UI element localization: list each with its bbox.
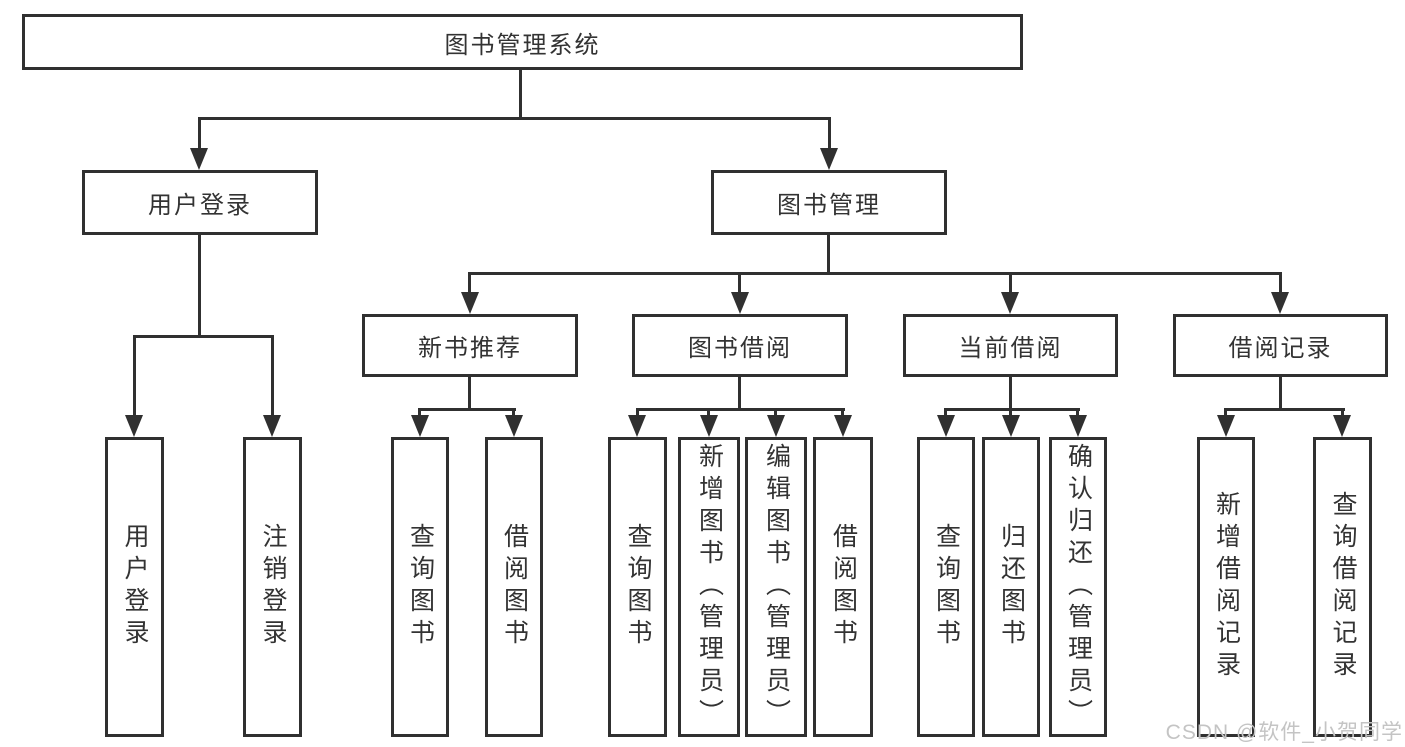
leaf-add-book-admin: 新增图书（管理员） — [678, 437, 740, 737]
connector-user-login-hline — [133, 335, 274, 338]
connector-recommend-stub — [468, 272, 471, 295]
arrow-query-books-recommend — [411, 415, 429, 437]
connector-current-leaf3-stub — [1076, 408, 1079, 418]
node-current-borrowing: 当前借阅 — [903, 314, 1118, 377]
arrow-edit-book-admin — [767, 415, 785, 437]
arrow-new-book-recommendation — [461, 292, 479, 314]
node-book-management-label: 图书管理 — [777, 192, 881, 219]
leaf-add-book-admin-label: 新增图书（管理员） — [695, 443, 724, 731]
leaf-query-books-recommend: 查询图书 — [391, 437, 449, 737]
connector-borrowing-leaf1-stub — [636, 408, 639, 418]
leaf-query-books-recommend-label: 查询图书 — [406, 523, 435, 651]
node-library-management-system-label: 图书管理系统 — [444, 31, 601, 59]
arrow-leaf-logout — [263, 415, 281, 437]
arrow-query-books-current — [937, 415, 955, 437]
leaf-add-borrow-record: 新增借阅记录 — [1197, 437, 1255, 737]
node-user-login: 用户登录 — [82, 170, 318, 235]
leaf-confirm-return-admin-label: 确认归还（管理员） — [1064, 443, 1093, 731]
node-new-book-recommendation: 新书推荐 — [362, 314, 578, 377]
node-new-book-recommendation-label: 新书推荐 — [418, 335, 522, 362]
leaf-logout: 注销登录 — [243, 437, 302, 737]
connector-borrowing-stub — [738, 272, 741, 295]
connector-to-book-management-stub — [828, 117, 831, 152]
node-borrowing-records: 借阅记录 — [1173, 314, 1388, 377]
connector-borrowing-leaf2-stub — [707, 408, 710, 418]
leaf-query-books-current-label: 查询图书 — [932, 523, 961, 651]
leaf-user-login: 用户登录 — [105, 437, 164, 737]
arrow-add-book-admin — [700, 415, 718, 437]
leaf-borrow-books-label: 借阅图书 — [829, 523, 858, 651]
connector-current-down — [1009, 377, 1012, 410]
connector-recommend-down — [468, 377, 471, 410]
node-user-login-label: 用户登录 — [148, 192, 252, 219]
arrow-borrow-books — [834, 415, 852, 437]
connector-recommend-hline — [418, 408, 516, 411]
arrow-query-books-borrow — [628, 415, 646, 437]
connector-current-leaf2-stub — [1009, 408, 1012, 418]
arrow-book-borrowing — [731, 292, 749, 314]
leaf-logout-label: 注销登录 — [259, 523, 287, 651]
connector-root-stub — [519, 70, 522, 120]
connector-current-stub — [1009, 272, 1012, 295]
arrow-query-borrow-record — [1333, 415, 1351, 437]
node-book-management: 图书管理 — [711, 170, 947, 235]
leaf-edit-book-admin-label: 编辑图书（管理员） — [762, 443, 791, 731]
connector-recommend-leaf1-stub — [418, 408, 421, 418]
arrow-borrow-books-recommend — [505, 415, 523, 437]
leaf-query-books-current: 查询图书 — [917, 437, 975, 737]
leaf-borrow-books: 借阅图书 — [813, 437, 873, 737]
node-borrowing-records-label: 借阅记录 — [1228, 335, 1333, 362]
leaf-query-books-borrow-label: 查询图书 — [624, 523, 652, 651]
arrow-leaf-user-login — [125, 415, 143, 437]
connector-current-leaf1-stub — [944, 408, 947, 418]
connector-borrowing-hline — [636, 408, 845, 411]
leaf-query-borrow-record-label: 查询借阅记录 — [1329, 491, 1357, 683]
arrow-to-book-management — [820, 148, 838, 170]
connector-records-stub — [1279, 272, 1282, 295]
arrow-to-user-login — [190, 148, 208, 170]
connector-current-hline — [944, 408, 1080, 411]
connector-leaf-user-login-stub — [133, 335, 136, 417]
leaf-borrow-books-recommend: 借阅图书 — [485, 437, 543, 737]
arrow-add-borrow-record — [1217, 415, 1235, 437]
connector-borrowing-leaf3-stub — [774, 408, 777, 418]
connector-book-management-stub — [827, 235, 830, 274]
connector-recommend-leaf2-stub — [512, 408, 515, 418]
node-current-borrowing-label: 当前借阅 — [958, 335, 1063, 362]
leaf-user-login-label: 用户登录 — [121, 523, 149, 651]
connector-borrowing-down — [738, 377, 741, 410]
arrow-borrowing-records — [1271, 292, 1289, 314]
node-book-borrowing-label: 图书借阅 — [688, 335, 792, 362]
connector-book-management-hline — [468, 272, 1282, 275]
arrow-current-borrowing — [1001, 292, 1019, 314]
arrow-confirm-return-admin — [1069, 415, 1087, 437]
connector-to-user-login-stub — [198, 117, 201, 152]
arrow-return-books — [1002, 415, 1020, 437]
connector-leaf-logout-stub — [271, 335, 274, 417]
connector-user-login-stub — [198, 235, 201, 338]
leaf-borrow-books-recommend-label: 借阅图书 — [500, 523, 529, 651]
connector-records-leaf2-stub — [1341, 408, 1344, 418]
connector-root-hline — [198, 117, 831, 120]
connector-records-leaf1-stub — [1224, 408, 1227, 418]
node-book-borrowing: 图书借阅 — [632, 314, 848, 377]
leaf-add-borrow-record-label: 新增借阅记录 — [1212, 491, 1241, 683]
connector-records-down — [1279, 377, 1282, 410]
leaf-edit-book-admin: 编辑图书（管理员） — [745, 437, 807, 737]
leaf-return-books: 归还图书 — [982, 437, 1040, 737]
node-library-management-system: 图书管理系统 — [22, 14, 1023, 70]
connector-borrowing-leaf4-stub — [841, 408, 844, 418]
leaf-query-books-borrow: 查询图书 — [608, 437, 667, 737]
leaf-query-borrow-record: 查询借阅记录 — [1313, 437, 1372, 737]
leaf-confirm-return-admin: 确认归还（管理员） — [1049, 437, 1107, 737]
leaf-return-books-label: 归还图书 — [997, 523, 1026, 651]
connector-records-hline — [1224, 408, 1345, 411]
csdn-watermark: CSDN @软件_小贺同学 — [1165, 721, 1403, 744]
